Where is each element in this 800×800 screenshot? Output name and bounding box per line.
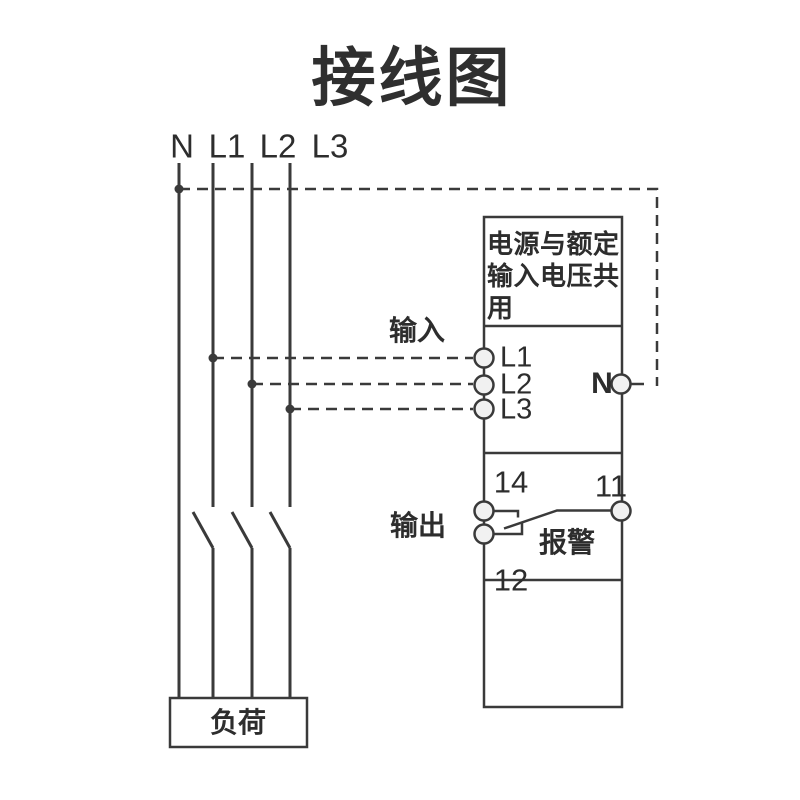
no-contact-14 [493,509,520,518]
page-title: 接线图 [311,42,513,114]
input-section-label: 输入 [388,315,446,346]
contact-blade-11 [503,509,611,530]
alarm-label: 报警 [538,527,596,558]
bus-label-n: N [170,127,194,165]
device-note-line2: 输入电压共 [487,261,620,291]
terminal-label-l2: L2 [500,368,533,401]
junction-dot-l1 [208,353,218,363]
terminal-label-14: 14 [493,464,529,500]
terminal-circle-l3 [473,398,495,420]
load-box-outline [168,696,309,749]
device-note-line3: 用 [487,293,514,323]
terminal-label-12: 12 [493,562,529,598]
bus-label-l3: L3 [311,127,349,165]
terminal-circles [473,347,632,545]
neutral-dashed-wire [179,187,659,386]
device-note: 电源与额定 输入电压共 用 [487,228,625,324]
breaker-blade-l1 [191,511,215,549]
breaker-blade-l3 [268,511,292,549]
terminal-circle-n [610,373,632,395]
junction-dot-l2 [247,379,257,389]
bus-label-l1: L1 [208,127,246,165]
nc-contact-12 [493,522,524,536]
bus-lines [177,163,292,698]
output-section-label: 输出 [389,510,447,541]
junction-dot-l3 [285,404,295,414]
terminal-circle-11 [610,500,632,522]
breaker-blade-l2 [230,511,254,549]
terminal-circle-l1 [473,347,495,369]
junction-dot-n [174,184,184,194]
bus-label-l2: L2 [259,127,297,165]
dashed-wires [179,187,659,411]
junction-dots [174,184,295,414]
terminal-label-n: N [591,367,613,400]
load-label: 负荷 [209,707,267,738]
terminal-circle-14 [473,500,495,522]
terminal-label-l1: L1 [500,341,533,374]
terminal-label-11: 11 [594,468,628,504]
terminal-circle-12 [473,523,495,545]
terminal-label-l3: L3 [500,393,533,426]
terminal-circle-l2 [473,374,495,396]
device-box [482,215,624,709]
device-note-line1: 电源与额定 [487,229,620,259]
alarm-contact-symbol [493,509,611,536]
breaker-switches [191,511,292,549]
device-outline [482,215,624,709]
